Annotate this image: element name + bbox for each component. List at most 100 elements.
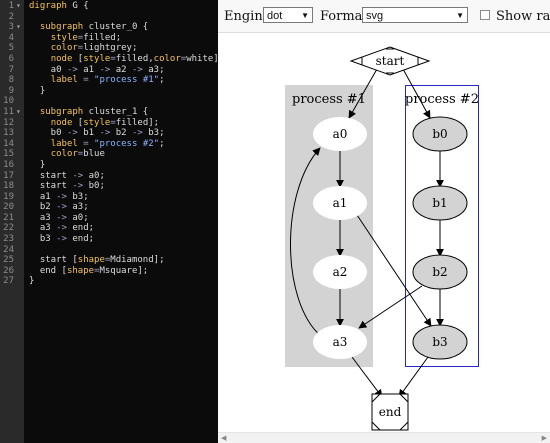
- code-line[interactable]: 12 node [style=filled];: [0, 118, 218, 129]
- code-token: Mdiamond];: [110, 255, 165, 266]
- code-line[interactable]: 11▾ subgraph cluster_1 {: [0, 107, 218, 118]
- code-token: "process #2": [94, 138, 160, 149]
- code-token: label: [50, 138, 78, 149]
- code-line[interactable]: 2: [0, 12, 218, 23]
- horizontal-scrollbar[interactable]: ◀ ▶: [218, 432, 550, 443]
- code-token: [29, 43, 51, 53]
- code-line[interactable]: 14 label = "process #2";: [0, 139, 218, 150]
- code-line[interactable]: 9 }: [0, 86, 218, 97]
- engine-select[interactable]: dot ▼: [263, 7, 313, 23]
- show-raw-checkbox[interactable]: [480, 10, 490, 20]
- code-text: b2 -> a3;: [29, 202, 89, 213]
- code-token: end;: [66, 223, 95, 234]
- code-line[interactable]: 4 style=filled;: [0, 33, 218, 44]
- code-token: [29, 118, 51, 128]
- code-line[interactable]: 17 start -> a0;: [0, 171, 218, 182]
- code-line[interactable]: 22 a3 -> end;: [0, 223, 218, 234]
- line-number: 4: [8, 32, 14, 43]
- code-token: a3: [29, 223, 57, 234]
- edge-a3-end: [351, 356, 383, 398]
- node-b2: [412, 254, 468, 290]
- scroll-right-icon[interactable]: ▶: [541, 434, 547, 442]
- line-number: 21: [3, 212, 14, 223]
- code-text: label = "process #2";: [29, 139, 165, 150]
- line-number: 24: [3, 244, 14, 255]
- dropdown-arrow-icon: ▼: [301, 11, 309, 20]
- code-line[interactable]: 25 start [shape=Mdiamond];: [0, 255, 218, 266]
- code-line[interactable]: 1▾digraph G {: [0, 1, 218, 12]
- format-select-value: svg: [366, 10, 384, 22]
- code-line[interactable]: 18 start -> b0;: [0, 181, 218, 192]
- edge-start-a0: [348, 68, 378, 119]
- code-token: G {: [66, 1, 89, 11]
- preview-pane: Engine: dot ▼ Format: svg ▼ Show raw o p…: [218, 0, 550, 443]
- code-line[interactable]: 15 color=blue: [0, 149, 218, 160]
- show-raw-label: Show raw o: [496, 9, 550, 24]
- node-a0-label: a0: [333, 127, 348, 141]
- code-token: filled,: [115, 53, 154, 64]
- fold-toggle-icon[interactable]: ▾: [16, 22, 21, 32]
- code-line[interactable]: 23 b3 -> end;: [0, 234, 218, 245]
- code-line[interactable]: 8 label = "process #1";: [0, 75, 218, 86]
- line-number: 6: [8, 53, 14, 64]
- cluster-process-2: [405, 85, 479, 367]
- code-token: start: [29, 170, 73, 181]
- graph-edges: [290, 68, 444, 398]
- code-line[interactable]: 21 a3 -> a0;: [0, 213, 218, 224]
- code-token: ->: [72, 170, 84, 181]
- code-token: b3;: [66, 191, 89, 202]
- code-token: }: [29, 85, 46, 96]
- code-token: [29, 107, 40, 117]
- node-b3: [412, 324, 468, 360]
- scroll-left-icon[interactable]: ◀: [221, 434, 227, 442]
- code-line[interactable]: 26 end [shape=Msquare];: [0, 266, 218, 277]
- code-token: }: [29, 159, 46, 170]
- code-line[interactable]: 13 b0 -> b1 -> b2 -> b3;: [0, 128, 218, 139]
- code-text: start [shape=Mdiamond];: [29, 255, 165, 266]
- graph-canvas: process #1 process #2 start a0: [285, 46, 479, 431]
- code-line[interactable]: 24: [0, 245, 218, 256]
- code-line[interactable]: 5 color=lightgrey;: [0, 43, 218, 54]
- code-token: subgraph: [39, 106, 84, 117]
- code-line[interactable]: 6 node [style=filled,color=white];: [0, 53, 225, 65]
- line-number: 3: [8, 22, 14, 33]
- code-token: white];: [186, 53, 225, 64]
- code-token: b3: [29, 234, 57, 245]
- code-line[interactable]: 20 b2 -> a3;: [0, 202, 218, 213]
- code-line[interactable]: 27}: [0, 276, 218, 287]
- code-token: =: [180, 53, 187, 64]
- node-b0-label: b0: [432, 127, 447, 141]
- code-token: blue: [83, 149, 105, 160]
- node-start-label: start: [376, 54, 405, 68]
- line-number: 17: [3, 170, 14, 181]
- fold-toggle-icon[interactable]: ▾: [16, 106, 21, 116]
- format-select[interactable]: svg ▼: [362, 7, 468, 23]
- code-line[interactable]: 10: [0, 96, 218, 107]
- code-token: node: [50, 117, 73, 128]
- code-text: subgraph cluster_0 {: [29, 22, 148, 33]
- line-number: 25: [3, 255, 14, 266]
- code-token: a0;: [83, 170, 105, 181]
- code-token: ->: [132, 64, 143, 75]
- node-a1: [313, 186, 367, 220]
- cluster-label-process-1: process #1: [292, 92, 366, 107]
- code-line[interactable]: 19 a1 -> b3;: [0, 192, 218, 203]
- code-line[interactable]: 3▾ subgraph cluster_0 {: [0, 22, 218, 33]
- code-token: a1: [29, 191, 57, 202]
- node-a0: [313, 117, 367, 151]
- code-text: }: [29, 160, 45, 171]
- edge-start-b0: [402, 68, 431, 119]
- code-text: start -> b0;: [29, 181, 105, 192]
- fold-toggle-icon[interactable]: ▾: [16, 1, 21, 10]
- code-token: =: [110, 117, 116, 128]
- code-text: color=lightgrey;: [29, 43, 138, 54]
- code-line[interactable]: 7 a0 -> a1 -> a2 -> a3;: [0, 65, 218, 76]
- code-line[interactable]: 16 }: [0, 160, 218, 171]
- line-number: 8: [8, 75, 14, 86]
- line-number: 2: [8, 11, 14, 22]
- code-text: end [shape=Msquare];: [29, 266, 148, 277]
- code-token: a1: [77, 64, 100, 75]
- code-text: subgraph cluster_1 {: [29, 107, 148, 118]
